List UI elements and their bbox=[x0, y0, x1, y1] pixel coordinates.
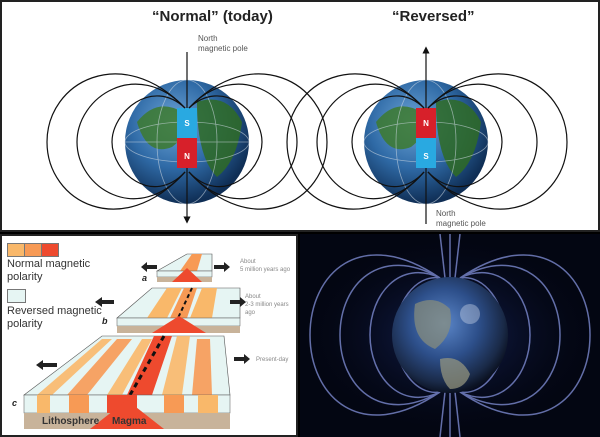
age-line: 2-3 million years ago bbox=[245, 302, 289, 316]
field-lines-diagram: S N N S bbox=[46, 46, 568, 224]
seafloor-spreading-panel: Normal magnetic polarity Reversed magnet… bbox=[0, 234, 298, 437]
age-line: About bbox=[240, 259, 256, 265]
spreading-ridge-diagram bbox=[23, 253, 250, 429]
reversed-polarity-label: Reversed magnetic polarity bbox=[7, 305, 102, 331]
normal-polarity-label: Normal magnetic polarity bbox=[7, 258, 90, 284]
svg-text:N: N bbox=[184, 152, 190, 161]
stage-letter: b bbox=[102, 316, 108, 326]
normal-title: “Normal” (today) bbox=[152, 8, 273, 25]
earth-field-illustration bbox=[300, 234, 600, 437]
stage-b-age: About 2-3 million years ago bbox=[245, 293, 296, 317]
age-line: 5 million years ago bbox=[240, 267, 291, 273]
pole-label-line2: magnetic pole bbox=[198, 44, 248, 53]
normal-pole-label: North magnetic pole bbox=[198, 34, 248, 54]
stage-a-age: About 5 million years ago bbox=[240, 258, 290, 274]
age-line: About bbox=[245, 294, 261, 300]
reversed-pole-label: North magnetic pole bbox=[436, 209, 486, 229]
legend-line: polarity bbox=[7, 271, 43, 283]
pole-label-line2: magnetic pole bbox=[436, 219, 486, 228]
earth-magnetic-field-photo bbox=[300, 234, 600, 437]
normal-globe: S N bbox=[46, 52, 328, 224]
legend-line: Normal magnetic bbox=[7, 258, 91, 270]
pole-label-line1: North bbox=[198, 34, 218, 43]
reversed-title: “Reversed” bbox=[392, 8, 475, 25]
svg-text:S: S bbox=[423, 152, 429, 161]
lithosphere-label: Lithosphere bbox=[42, 416, 100, 427]
stage-letter: a bbox=[142, 273, 148, 283]
magma-label: Magma bbox=[112, 416, 147, 427]
pole-label-line1: North bbox=[436, 209, 456, 218]
reversed-globe: N S bbox=[286, 46, 568, 224]
stage-letter: c bbox=[12, 398, 18, 408]
stage-c-age: Present-day bbox=[256, 357, 289, 363]
polarity-comparison-panel: “Normal” (today) “Reversed” bbox=[0, 0, 600, 232]
svg-text:S: S bbox=[184, 119, 190, 128]
legend-line: Reversed magnetic bbox=[7, 305, 102, 317]
legend-line: polarity bbox=[7, 318, 43, 330]
reversed-polarity-swatch bbox=[7, 289, 26, 303]
normal-polarity-swatch bbox=[7, 243, 59, 257]
svg-text:N: N bbox=[423, 119, 429, 128]
